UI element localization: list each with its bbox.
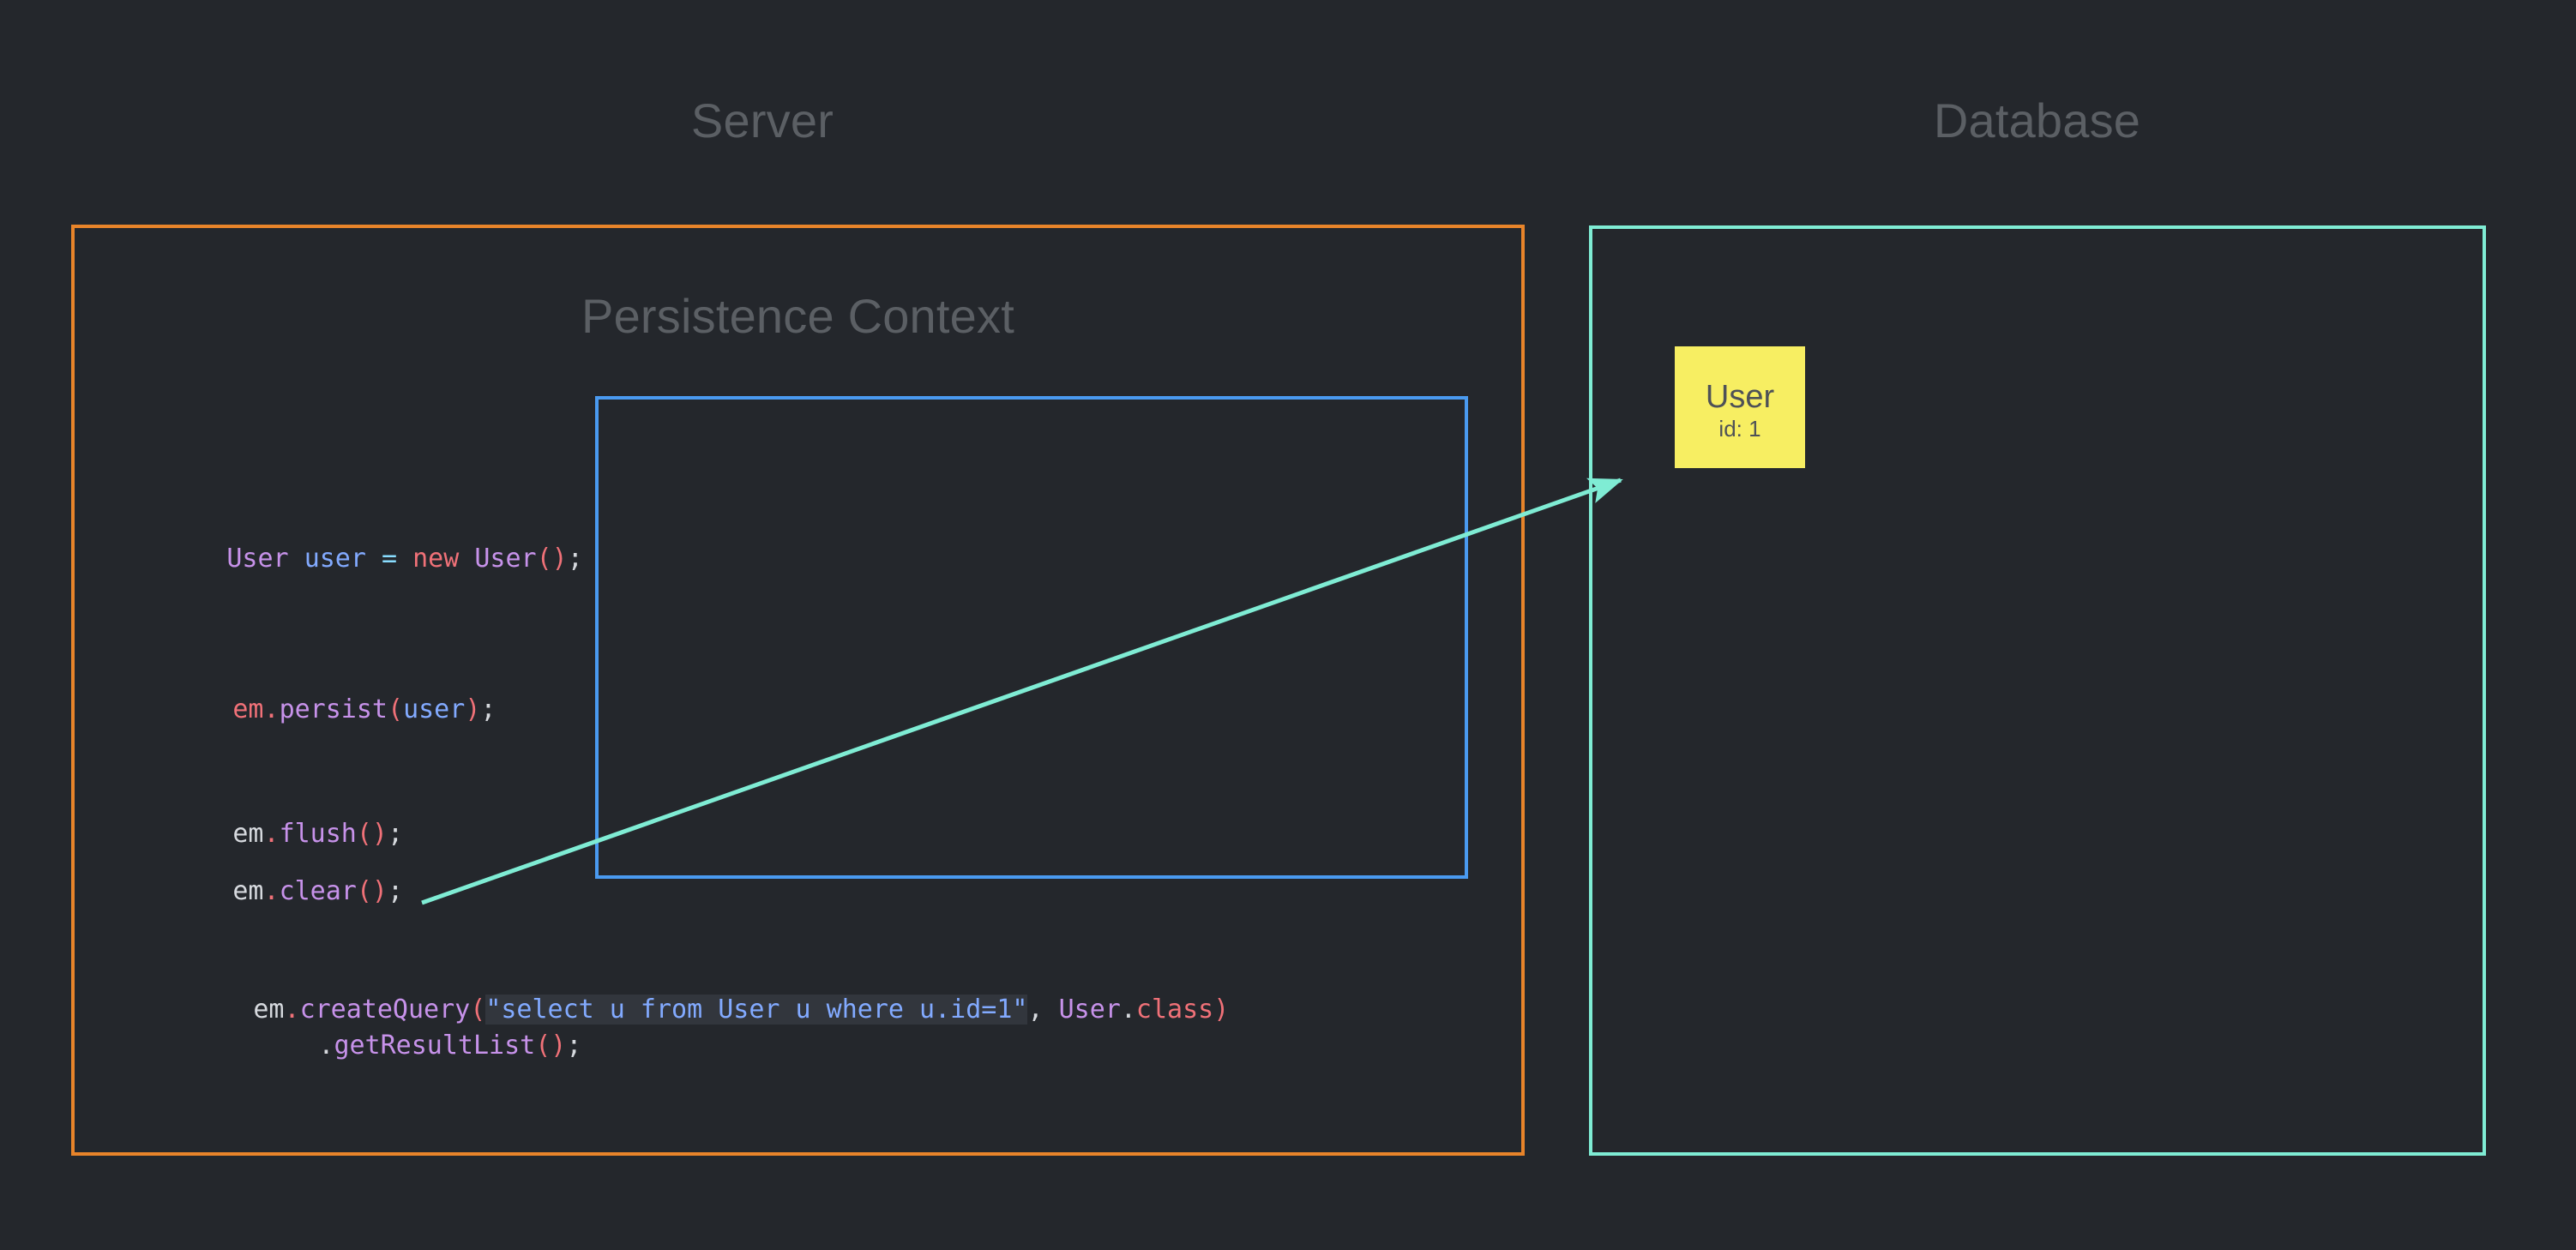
token-receiver-em: em [253,995,285,1025]
code-line-create-query: em.createQuery("select u from User u whe… [160,971,1229,1049]
token-semicolon: ; [388,819,404,849]
token-parens: () [356,819,388,849]
arrow-line [421,478,1623,905]
token-semicolon: ; [388,876,404,906]
token-dot: . [263,694,280,724]
token-arg-user: user [403,694,466,724]
persistence-context-title: Persistence Context [581,289,1014,343]
token-close-paren: ) [465,694,481,724]
token-dot: . [263,876,280,906]
token-parens: () [356,876,388,906]
token-dot: . [318,1031,334,1061]
token-keyword-new: new [412,544,460,574]
token-dot: . [284,995,300,1025]
server-boundary-box [71,225,1525,1156]
token-method-persist: persist [279,694,388,724]
token-space [366,544,382,574]
token-receiver-em: em [232,876,264,906]
token-assign-operator: = [382,544,398,574]
token-receiver-em: em [232,694,264,724]
code-line-declaration: User user = new User(); [134,520,583,598]
user-entity-name: User [1705,379,1775,416]
token-method-clear: clear [279,876,357,906]
user-entity-id-field: id: 1 [1718,416,1761,442]
token-open-paren: ( [388,694,404,724]
user-entity-card: User id: 1 [1675,346,1805,468]
token-open-paren: ( [470,995,486,1025]
database-title: Database [1933,93,2141,147]
token-comma: , [1027,995,1059,1025]
token-dot: . [263,819,280,849]
token-close-paren: ) [1213,995,1230,1025]
token-keyword-class: class [1135,995,1214,1025]
token-ctor-user: User [474,544,537,574]
code-line-get-result-list: .getResultList(); [226,1007,581,1085]
token-method-get-result-list: getResultList [334,1031,536,1061]
server-title: Server [690,93,834,147]
token-class-user: User [1058,995,1121,1025]
code-line-persist: em.persist(user); [140,671,496,748]
token-space [397,544,412,574]
database-boundary-box [1589,225,2486,1156]
code-line-clear: em.clear(); [140,853,403,930]
token-var-user: user [304,544,366,574]
token-semicolon: ; [480,694,497,724]
code-line-flush: em.flush(); [140,796,403,873]
token-parens: () [536,544,568,574]
persistence-context-box [595,396,1468,879]
token-space [289,544,304,574]
token-method-create-query: createQuery [299,995,471,1025]
token-space [459,544,474,574]
token-method-flush: flush [279,819,357,849]
token-semicolon: ; [567,544,583,574]
token-receiver-em: em [232,819,264,849]
token-dot: . [1120,995,1136,1025]
token-parens: () [535,1031,567,1061]
token-type-user: User [226,544,289,574]
token-jpql-string: "select u from User u where u.id=1" [485,995,1028,1025]
token-semicolon: ; [566,1031,582,1061]
